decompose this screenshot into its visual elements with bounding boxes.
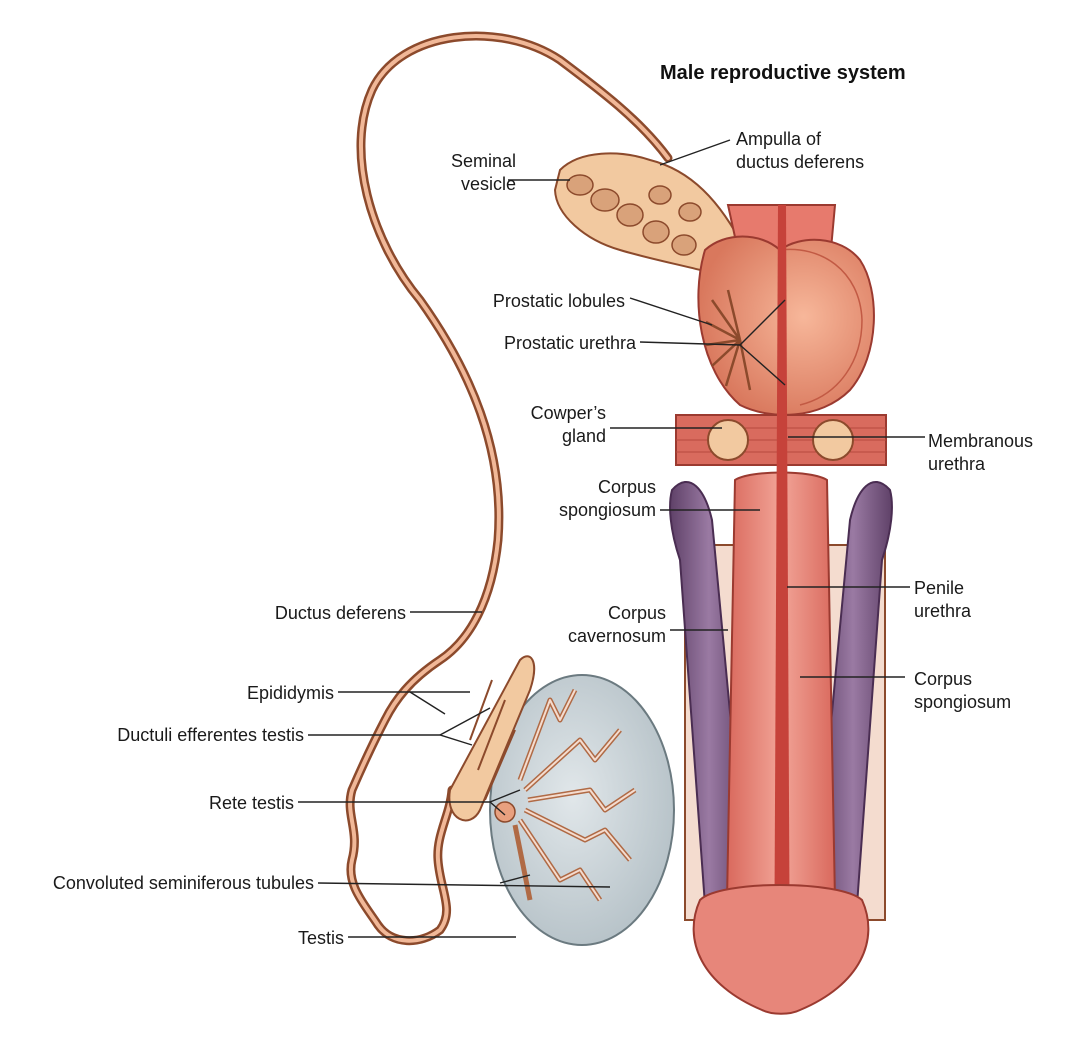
penis-shaft-shape — [669, 205, 893, 1015]
label-testis: Testis — [297, 928, 344, 948]
testis-shape — [489, 674, 675, 946]
label-cowpers-gland: Cowper’s gland — [530, 403, 606, 446]
label-corpus-spongiosum-lower: Corpus spongiosum — [914, 669, 1012, 712]
label-seminiferous-tubules: Convoluted seminiferous tubules — [52, 873, 314, 893]
label-membranous-urethra: Membranous urethra — [928, 431, 1034, 474]
label-prostatic-urethra: Prostatic urethra — [503, 333, 636, 353]
label-epididymis: Epididymis — [246, 683, 334, 703]
ductus-deferens-shape — [345, 31, 673, 946]
label-prostatic-lobules: Prostatic lobules — [492, 291, 625, 311]
label-seminal-vesicle: Seminal vesicle — [450, 151, 516, 194]
label-corpus-cavernosum: Corpus cavernosum — [567, 603, 666, 646]
label-ductuli-efferentes: Ductuli efferentes testis — [117, 725, 304, 745]
leader-lines — [298, 139, 925, 938]
seminal-vesicle-shape — [553, 152, 754, 282]
label-ampulla: Ampulla of ductus deferens — [736, 129, 865, 172]
label-rete-testis: Rete testis — [208, 793, 294, 813]
epididymis-shape — [448, 655, 536, 823]
label-ductus-deferens: Ductus deferens — [274, 603, 406, 623]
label-corpus-spongiosum-upper: Corpus spongiosum — [558, 477, 656, 520]
diagram-title: Male reproductive system — [660, 62, 906, 84]
label-penile-urethra: Penile urethra — [914, 578, 972, 621]
